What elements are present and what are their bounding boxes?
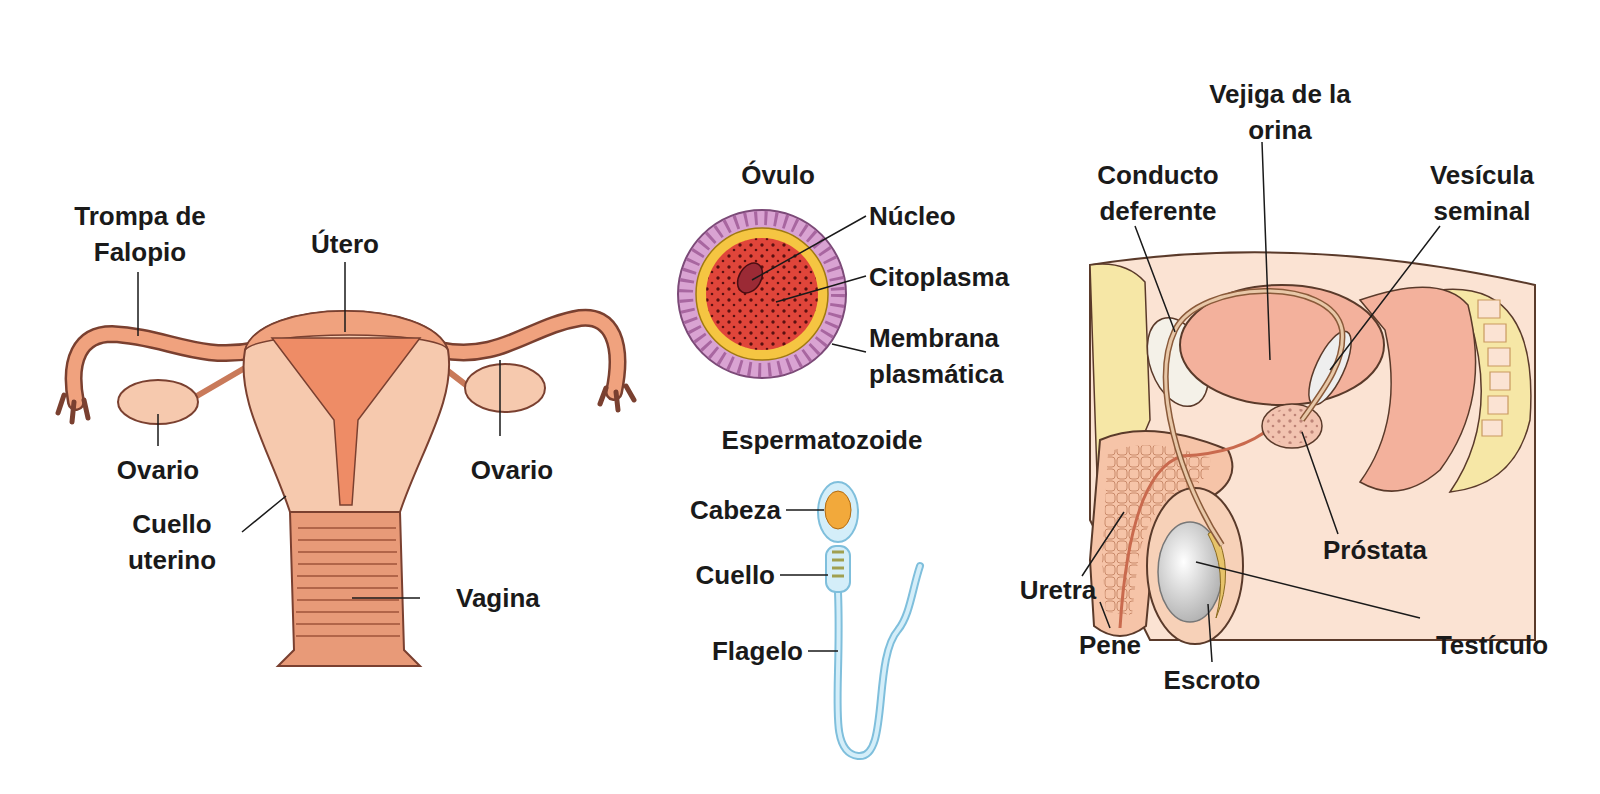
part-label: Flagelo [603,633,803,669]
part-label: Membrana plasmática [869,320,1029,392]
part-label: Ovario [58,452,258,488]
vaginal-rugae [296,528,400,636]
part-label: Útero [245,226,445,262]
flagellum [837,566,920,756]
part-label: Citoplasma [869,259,1089,295]
part-label: Cabeza [581,492,781,528]
part-label: Vesícula seminal [1412,157,1552,229]
sperm-head-outline [818,482,858,542]
corona-radiata [678,210,846,378]
part-label: Cuello uterino [112,506,232,578]
sperm-illustration [780,482,920,756]
uterus-illustration [58,262,634,666]
flagellum-outline [837,566,920,756]
scrotum [1147,488,1243,644]
part-label: Próstata [1275,532,1475,568]
ovary [465,364,545,412]
rectum [1360,287,1476,491]
nucleus [732,259,767,298]
sperm-head [825,491,851,529]
part-label: Testículo [1392,627,1592,663]
part-label: Cuello [575,557,775,593]
corona-cells [686,218,838,370]
leader-line [780,510,838,651]
part-label: Trompa de Falopio [60,198,220,270]
vertebrae [1478,300,1510,436]
part-label: Núcleo [869,198,1069,234]
part-label: Espermatozoide [672,422,972,458]
part-label: Vejiga de la orina [1205,76,1355,148]
vagina [278,512,420,666]
prostate [1262,404,1322,448]
part-label: Escroto [1112,662,1312,698]
vas-deferens [1166,291,1343,545]
ovum-illustration [678,210,866,378]
sperm-neck [826,546,850,592]
uterus-body [244,311,450,512]
part-label: Pene [1030,627,1190,663]
part-label: Conducto deferente [1078,157,1238,229]
part-label: Ovario [412,452,612,488]
part-label: Uretra [978,572,1138,608]
vas-deferens-outline [1166,291,1343,545]
seminal-vesicle [1300,326,1359,410]
part-label: Vagina [456,580,656,616]
mitochondria [832,552,844,576]
leader-line [752,216,866,352]
uterine-cavity [272,338,420,505]
part-label: Óvulo [678,157,878,193]
